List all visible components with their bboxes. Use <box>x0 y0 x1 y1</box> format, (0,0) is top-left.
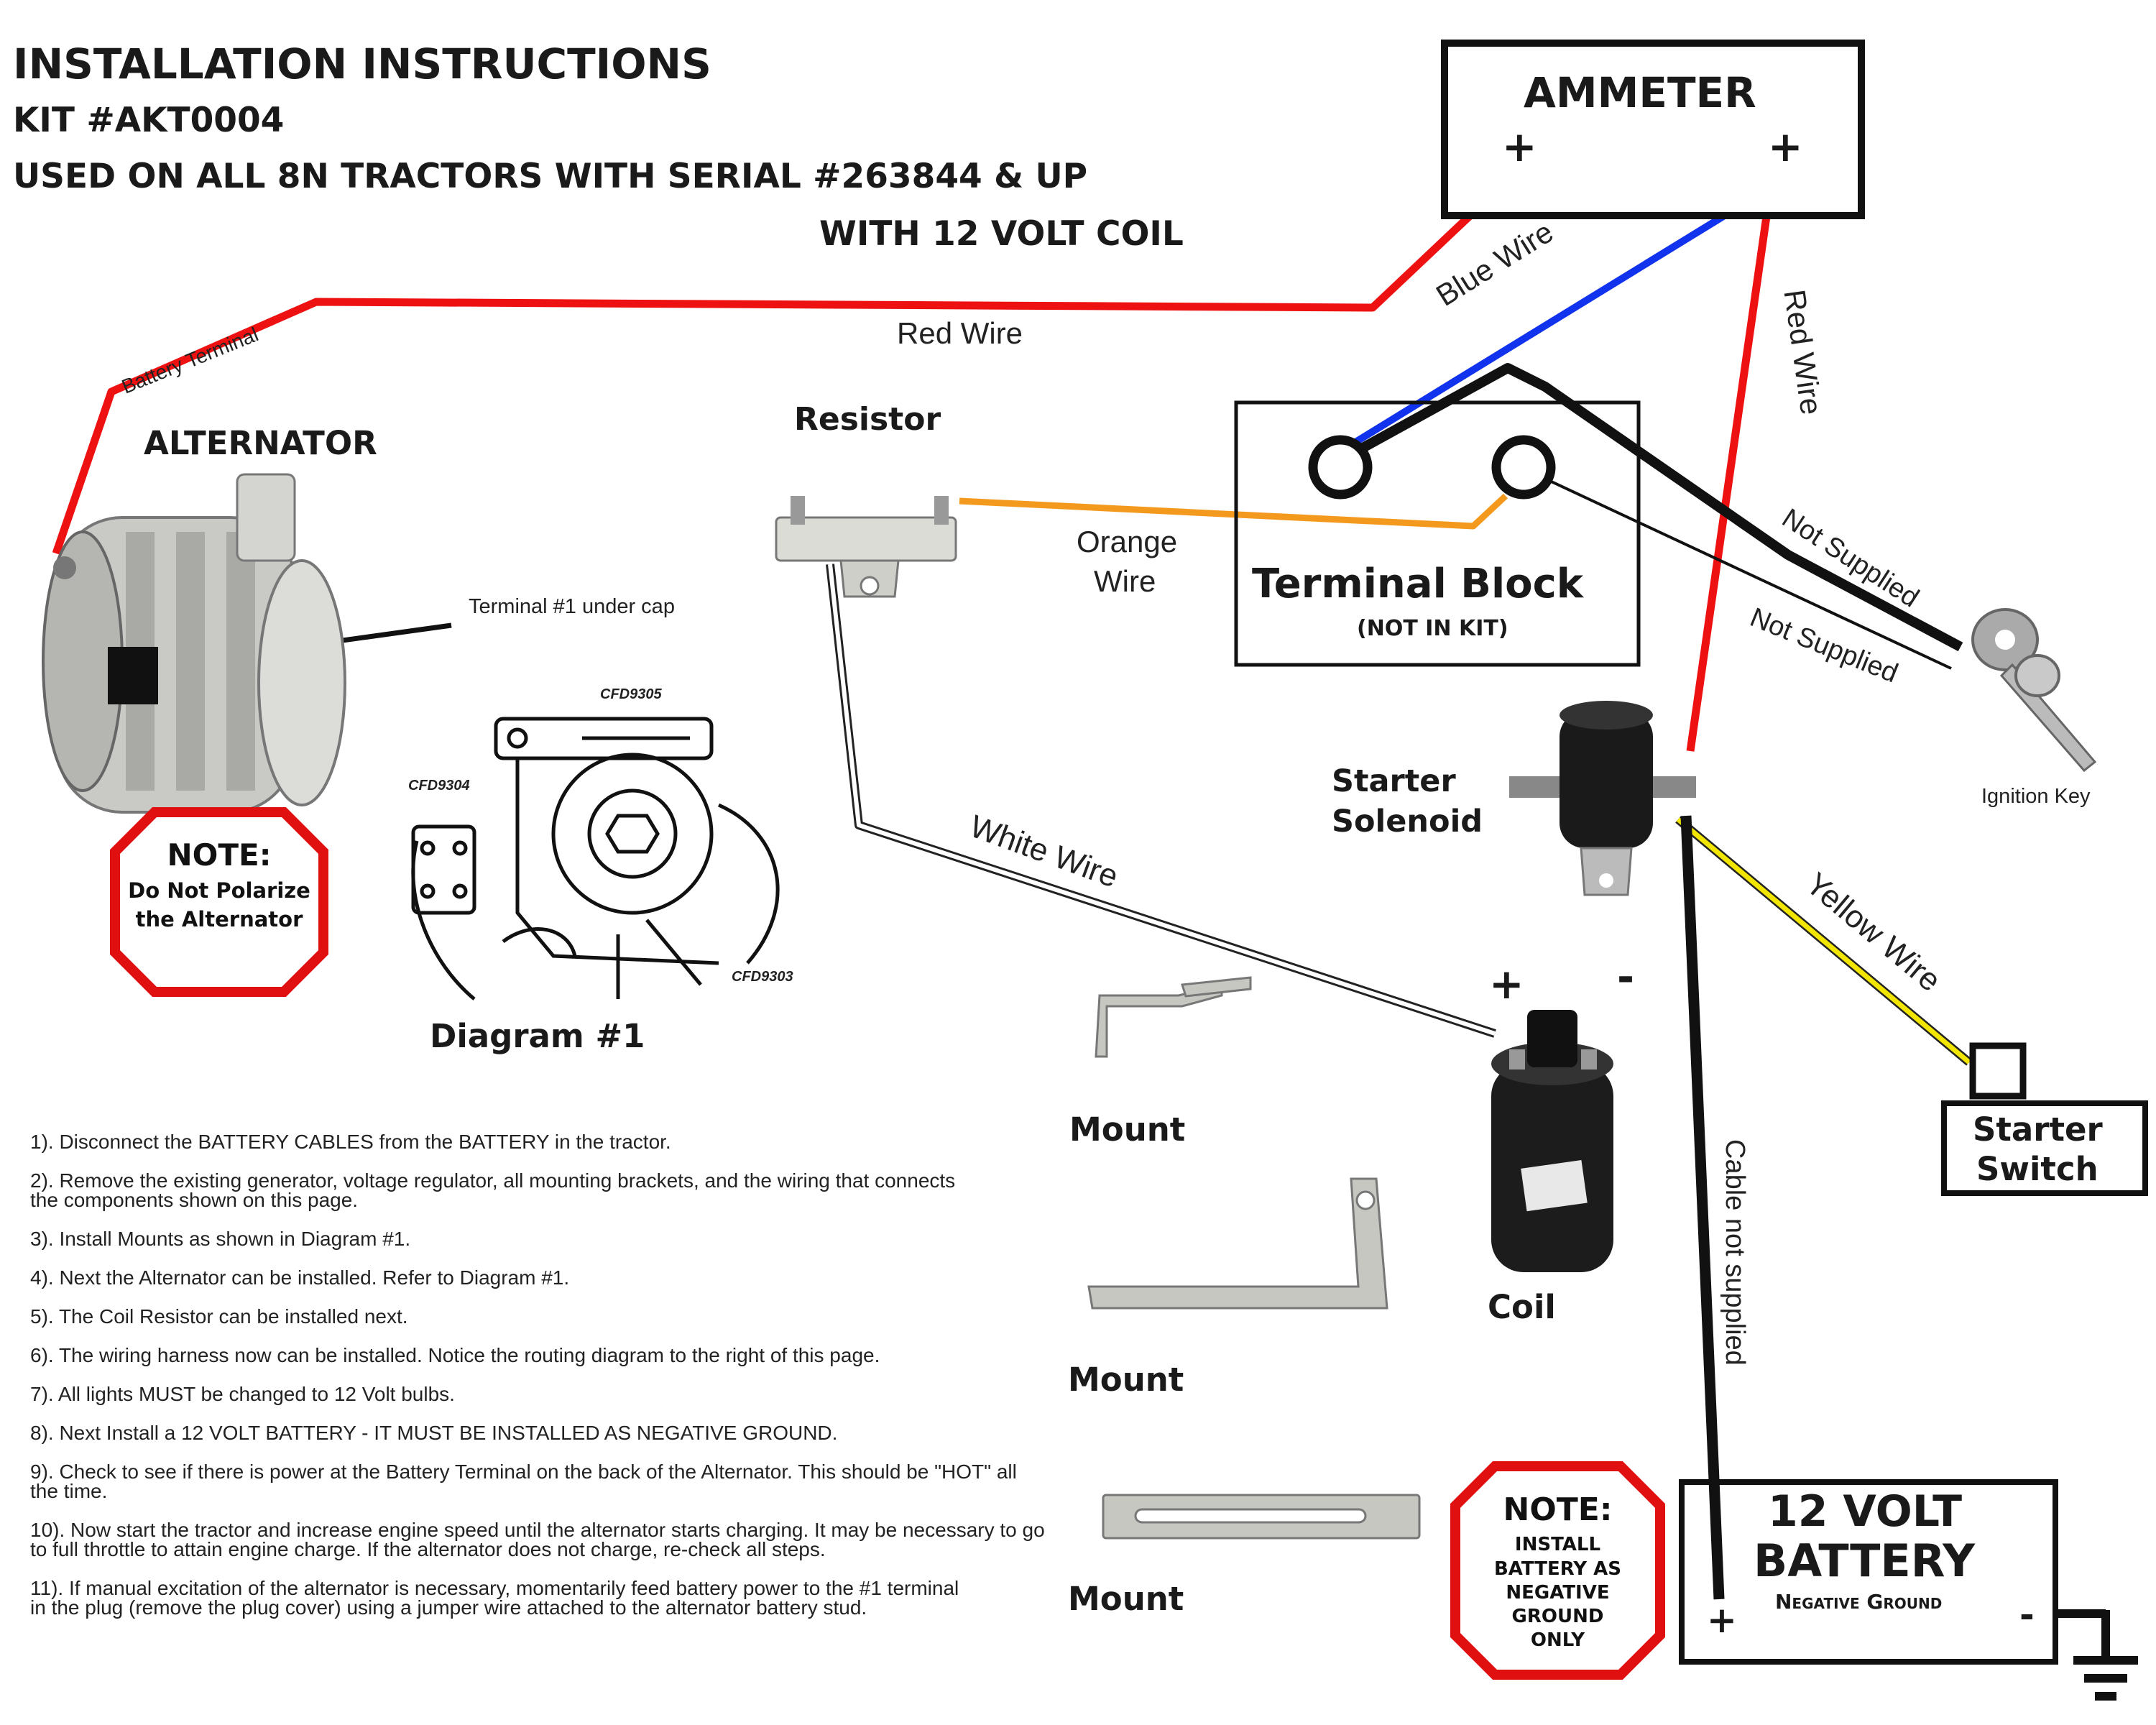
terminal-block-note: (NOT IN KIT) <box>1357 616 1508 641</box>
cable-not-supplied-label: Cable not supplied <box>1720 1139 1750 1366</box>
diagram-1-drawing <box>411 717 780 1000</box>
starter-switch-label-1: Starter <box>1973 1110 2103 1149</box>
note-alternator-line-2: the Alternator <box>135 907 303 932</box>
usage-line: USED ON ALL 8N TRACTORS WITH SERIAL #263… <box>13 157 1088 196</box>
terminal-block-post-left <box>1308 435 1373 500</box>
instruction-step: 10). Now start the tractor and increase … <box>30 1519 1045 1560</box>
diagram-1-label: Diagram #1 <box>430 1017 645 1055</box>
ammeter-plus-left: + <box>1502 122 1537 171</box>
red-wire-solenoid <box>1686 180 1776 752</box>
instruction-step: 8). Next Install a 12 VOLT BATTERY - IT … <box>30 1422 838 1444</box>
orange-wire <box>959 493 1508 530</box>
mount-2-label: Mount <box>1068 1361 1184 1399</box>
instruction-steps: 1). Disconnect the BATTERY CABLES from t… <box>30 1132 1051 1637</box>
battery-plus: + <box>1707 1599 1737 1641</box>
starter-solenoid-illustration <box>1509 701 1696 896</box>
starter-switch-label-2: Switch <box>1976 1150 2099 1188</box>
thin-wire-ignition <box>1523 467 1952 670</box>
battery-label-2: BATTERY <box>1754 1535 1976 1587</box>
mount-3-illustration <box>1102 1494 1421 1540</box>
blue-wire <box>1338 182 1776 455</box>
ammeter-label: AMMETER <box>1524 68 1756 117</box>
note-alternator-line-1: Do Not Polarize <box>128 878 310 903</box>
coil-illustration <box>1491 1010 1613 1272</box>
note-battery-line-1: INSTALL <box>1514 1534 1601 1555</box>
ammeter-plus-right: + <box>1768 122 1803 171</box>
note-alternator-title: NOTE: <box>167 837 272 873</box>
instruction-step: 5). The Coil Resistor can be installed n… <box>30 1305 408 1328</box>
battery-label-1: 12 VOLT <box>1768 1486 1962 1537</box>
mount-2-illustration <box>1087 1177 1388 1310</box>
note-battery-line-4: GROUND <box>1511 1606 1604 1627</box>
coil-minus: - <box>1617 952 1635 1001</box>
ground-symbol <box>2055 1609 2138 1701</box>
note-battery-line-5: ONLY <box>1530 1629 1585 1651</box>
note-battery-octagon <box>1450 1461 1665 1680</box>
terminal-1-label: Terminal #1 under cap <box>469 595 675 618</box>
ignition-key-illustration <box>1971 608 2097 773</box>
note-battery-title: NOTE: <box>1503 1491 1613 1528</box>
terminal-block-label: Terminal Block <box>1252 561 1584 607</box>
terminal-block-post-right <box>1491 435 1556 500</box>
instruction-step: 11). If manual excitation of the alterna… <box>30 1577 959 1619</box>
diagram-part-c: CFD9303 <box>732 969 793 985</box>
instruction-step: 4). Next the Alternator can be installed… <box>30 1266 570 1289</box>
mount-1-label: Mount <box>1069 1110 1186 1149</box>
coil-plus: + <box>1489 960 1524 1008</box>
battery-sub-label: Negative Ground <box>1775 1590 1943 1614</box>
resistor-illustration <box>775 496 957 598</box>
instruction-step: 1). Disconnect the BATTERY CABLES from t… <box>30 1131 671 1153</box>
note-alternator-octagon <box>110 807 328 997</box>
diagram-part-a: CFD9305 <box>600 686 662 702</box>
red-wire-alternator <box>52 183 1505 555</box>
note-battery-line-2: BATTERY AS <box>1493 1558 1622 1580</box>
white-wire <box>828 564 1496 1036</box>
red-wire-label: Red Wire <box>897 316 1023 350</box>
terminal-block-box <box>1234 400 1641 667</box>
orange-wire-label-1: Orange <box>1077 525 1178 558</box>
note-battery-line-3: NEGATIVE <box>1506 1582 1610 1604</box>
instruction-step: 3). Install Mounts as shown in Diagram #… <box>30 1228 411 1250</box>
starter-solenoid-label-1: Starter <box>1332 763 1456 799</box>
orange-wire-label-2: Wire <box>1094 564 1156 598</box>
coil-label: Coil <box>1488 1288 1556 1326</box>
battery-minus: - <box>2019 1594 2035 1636</box>
starter-switch-box <box>1941 1100 2148 1196</box>
yellow-wire <box>1676 817 1971 1064</box>
starter-solenoid-label-2: Solenoid <box>1332 804 1483 840</box>
instruction-step: 9). Check to see if there is power at th… <box>30 1460 1017 1502</box>
alternator-label: ALTERNATOR <box>144 424 377 462</box>
resistor-label: Resistor <box>794 401 941 438</box>
battery-cable <box>1680 815 1725 1600</box>
starter-switch-button <box>1969 1042 2027 1100</box>
mount-3-label: Mount <box>1068 1580 1184 1618</box>
instruction-step: 6). The wiring harness now can be instal… <box>30 1344 880 1366</box>
page-title: INSTALLATION INSTRUCTIONS <box>13 40 711 88</box>
diagram-part-b: CFD9304 <box>408 778 470 794</box>
instruction-step: 2). Remove the existing generator, volta… <box>30 1169 956 1211</box>
ignition-key-label: Ignition Key <box>1981 785 2091 808</box>
black-wire-ignition <box>1348 363 1963 652</box>
mount-1-illustration <box>1095 976 1252 1058</box>
instruction-step: 7). All lights MUST be changed to 12 Vol… <box>30 1383 455 1405</box>
coil-note-line: WITH 12 VOLT COIL <box>819 214 1184 254</box>
ammeter-box <box>1441 40 1865 219</box>
battery-box <box>1679 1479 2058 1665</box>
alternator-illustration <box>42 473 346 814</box>
kit-number: KIT #AKT0004 <box>13 101 285 140</box>
